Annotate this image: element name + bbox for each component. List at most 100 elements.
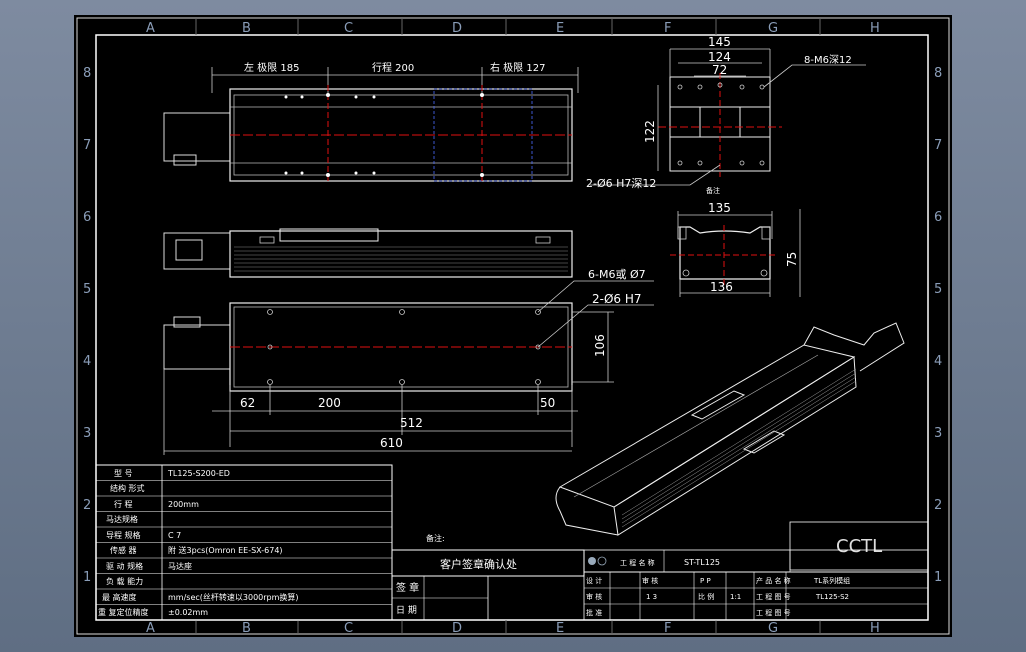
- svg-text:TL125-S2: TL125-S2: [815, 593, 849, 601]
- svg-text:工 程 名 称: 工 程 名 称: [620, 558, 655, 567]
- svg-text:2: 2: [83, 498, 91, 513]
- svg-text:重 复定位精度: 重 复定位精度: [98, 607, 149, 617]
- approval-block: 备注: 客户签章确认处 签 章 日 期: [391, 533, 585, 621]
- dim-136: 136: [710, 280, 733, 294]
- svg-text:E: E: [556, 621, 564, 636]
- svg-text:C: C: [344, 621, 353, 636]
- svg-text:TL系列模组: TL系列模组: [813, 576, 850, 585]
- dim-50: 50: [540, 396, 555, 410]
- svg-text:±0.02mm: ±0.02mm: [168, 608, 208, 617]
- svg-text:型 号: 型 号: [114, 469, 133, 478]
- svg-text:5: 5: [83, 282, 91, 297]
- svg-text:比 例: 比 例: [698, 592, 714, 601]
- side-view: [163, 228, 573, 278]
- svg-text:E: E: [556, 21, 564, 36]
- svg-text:1: 1: [83, 570, 91, 585]
- svg-text:1:1: 1:1: [730, 593, 741, 601]
- project-number: ST-TL125: [684, 558, 720, 567]
- svg-text:5: 5: [934, 282, 942, 297]
- thread-callout-top: 8-M6深12: [804, 54, 852, 66]
- dim-200: 200: [318, 396, 341, 410]
- svg-text:C 7: C 7: [168, 531, 181, 540]
- svg-text:6: 6: [934, 210, 942, 225]
- svg-text:马达座: 马达座: [168, 561, 192, 571]
- svg-text:6: 6: [83, 210, 91, 225]
- svg-text:D: D: [452, 21, 462, 36]
- pin-callout-bottom: 2-Ø6 H7: [592, 292, 642, 306]
- right-limit-label: 右 极限 127: [490, 61, 545, 74]
- svg-text:B: B: [242, 21, 251, 36]
- svg-text:备注:: 备注:: [426, 533, 445, 543]
- svg-text:最 高速度: 最 高速度: [102, 592, 137, 602]
- svg-text:工 程 图 号: 工 程 图 号: [756, 608, 791, 617]
- svg-text:结构 形式: 结构 形式: [110, 483, 145, 493]
- svg-text:工 程 图 号: 工 程 图 号: [756, 592, 791, 601]
- svg-text:4: 4: [83, 354, 91, 369]
- svg-text:导程 规格: 导程 规格: [106, 530, 141, 540]
- drawing-sheet[interactable]: A B C D E F G H A B C D E F G H 8 7 6 5 …: [74, 15, 952, 637]
- inner-border: [95, 34, 929, 621]
- svg-text:H: H: [870, 621, 880, 636]
- svg-text:设 计: 设 计: [586, 576, 602, 585]
- svg-text:G: G: [768, 621, 778, 636]
- svg-text:负 载 能力: 负 载 能力: [106, 576, 143, 586]
- svg-text:G: G: [768, 21, 778, 36]
- svg-text:P P: P P: [700, 577, 711, 585]
- svg-text:D: D: [452, 621, 462, 636]
- svg-text:签 章: 签 章: [396, 581, 419, 594]
- brand-logo: CCTL: [836, 536, 882, 557]
- svg-text:F: F: [664, 621, 671, 636]
- svg-text:1: 1: [934, 570, 942, 585]
- end-view-note: 备注: [706, 186, 720, 195]
- svg-text:2: 2: [934, 498, 942, 513]
- isometric-view: [555, 322, 905, 536]
- dim-72: 72: [712, 63, 727, 77]
- thread-callout-bottom: 6-M6或 Ø7: [588, 268, 646, 281]
- svg-text:传感 器: 传感 器: [110, 545, 137, 555]
- dim-512: 512: [400, 416, 423, 430]
- dim-135: 135: [708, 201, 731, 215]
- svg-text:马达规格: 马达规格: [106, 514, 138, 524]
- drawing-canvas: A B C D E F G H A B C D E F G H 8 7 6 5 …: [76, 17, 950, 636]
- approval-title: 客户签章确认处: [440, 557, 517, 571]
- svg-text:8: 8: [83, 66, 91, 81]
- svg-text:7: 7: [83, 138, 91, 153]
- svg-text:批 准: 批 准: [586, 608, 602, 617]
- dim-610: 610: [380, 436, 403, 450]
- end-view: 145 124 72 8-M6深12 122 2-Ø6 H7深12 备注: [586, 35, 866, 195]
- svg-text:8: 8: [934, 66, 942, 81]
- svg-text:H: H: [870, 21, 880, 36]
- title-block: CCTL 工 程 名 称 ST-TL125 设 计 审 核 批 准 审 核 1 …: [583, 521, 929, 621]
- left-limit-label: 左 极限 185: [244, 61, 299, 74]
- dim-106: 106: [593, 334, 607, 357]
- svg-text:7: 7: [934, 138, 942, 153]
- svg-text:审 核: 审 核: [586, 592, 602, 601]
- svg-text:B: B: [242, 621, 251, 636]
- svg-text:3: 3: [83, 426, 91, 441]
- stroke-label: 行程 200: [372, 61, 414, 74]
- dim-62: 62: [240, 396, 255, 410]
- dim-145: 145: [708, 35, 731, 49]
- top-view: 左 极限 185 行程 200 右 极限 127: [163, 61, 579, 183]
- svg-text:TL125-S200-ED: TL125-S200-ED: [167, 469, 230, 478]
- svg-text:审 核: 审 核: [642, 576, 658, 585]
- svg-text:驱 动 规格: 驱 动 规格: [106, 561, 143, 571]
- svg-text:产 品 名 称: 产 品 名 称: [756, 576, 791, 585]
- svg-text:A: A: [146, 621, 155, 636]
- zone-labels: A B C D E F G H A B C D E F G H 8 7 6 5 …: [83, 21, 942, 636]
- dim-75: 75: [785, 252, 799, 267]
- svg-text:4: 4: [934, 354, 942, 369]
- svg-text:mm/sec(丝杆转速以3000rpm换算): mm/sec(丝杆转速以3000rpm换算): [168, 592, 299, 602]
- dim-122: 122: [643, 120, 657, 143]
- svg-text:C: C: [344, 21, 353, 36]
- svg-text:3: 3: [934, 426, 942, 441]
- svg-text:附 送3pcs(Omron EE-SX-674): 附 送3pcs(Omron EE-SX-674): [168, 545, 283, 555]
- section-view: 135 136 75: [670, 201, 801, 297]
- svg-text:日 期: 日 期: [396, 605, 417, 616]
- zone-ticks: [195, 18, 821, 634]
- bottom-view: 6-M6或 Ø7 2-Ø6 H7 106 62 200 50 512 610: [163, 268, 654, 455]
- svg-text:F: F: [664, 21, 671, 36]
- svg-text:200mm: 200mm: [168, 500, 199, 509]
